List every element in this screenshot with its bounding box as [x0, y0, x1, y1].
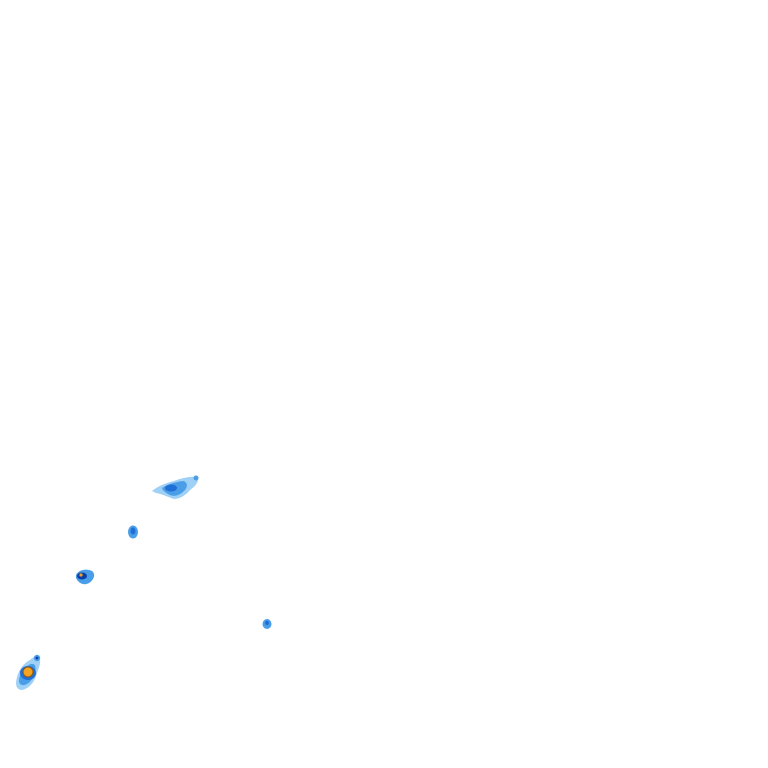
precip-cell-southwest [16, 654, 41, 690]
precip-cell-east-small [262, 619, 272, 629]
precip-cell-west [76, 569, 95, 585]
precip-cell-northeast-speck [193, 475, 199, 481]
precip-cell-northeast-core [165, 484, 177, 492]
precip-cell-southwest-hotspot [22, 666, 34, 678]
precip-cell-southwest-top-core [35, 656, 39, 660]
precip-cell-east-small-core [265, 620, 269, 626]
precip-cell-small-north-core [130, 527, 136, 535]
precip-cell-west-hotspot [79, 573, 83, 577]
precip-cell-small-north [128, 525, 138, 539]
precip-cell-northeast [152, 475, 199, 499]
